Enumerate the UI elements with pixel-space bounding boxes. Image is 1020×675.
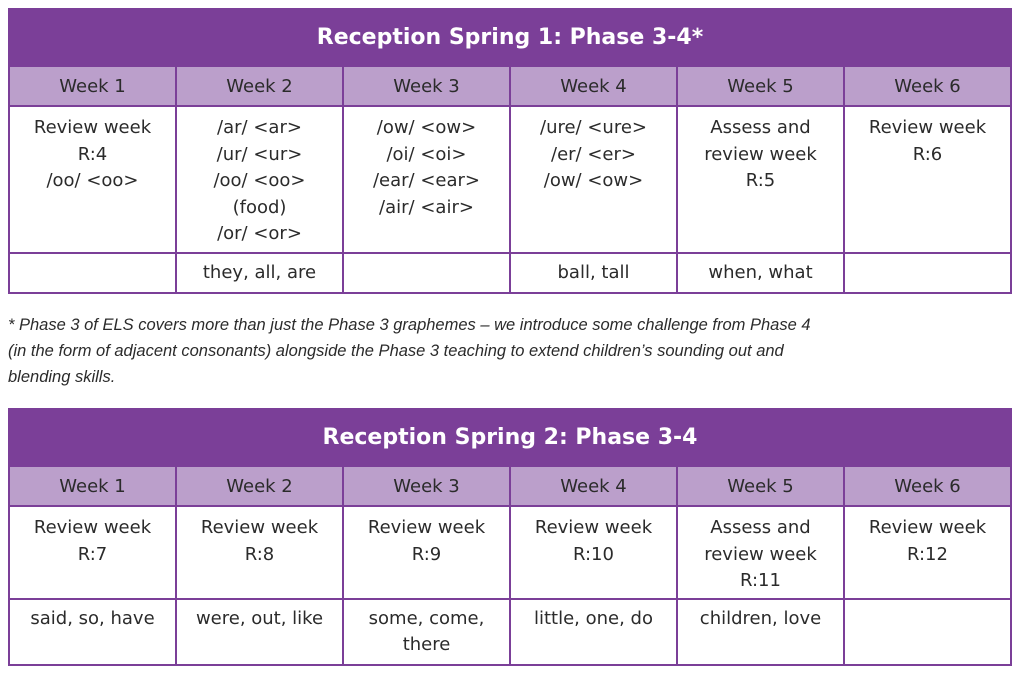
cell-line: Assess and: [710, 117, 811, 138]
content-cell: Review week R:10: [509, 505, 678, 600]
content-cell: Review week R:4 /oo/ <oo>: [8, 105, 177, 254]
cell-line: some, come,: [368, 608, 485, 629]
cell-line: ball, tall: [557, 262, 630, 283]
cell-line: /ar/ <ar>: [217, 117, 302, 138]
spring-1-table: Reception Spring 1: Phase 3-4* Week 1 We…: [8, 8, 1012, 294]
cell-line: they, all, are: [202, 262, 317, 283]
content-cell: Review week R:7: [8, 505, 177, 600]
words-cell: [342, 252, 511, 294]
cell-line: /ear/ <ear>: [372, 170, 481, 191]
cell-line: children, love: [699, 608, 822, 629]
week-header: Week 2: [175, 65, 344, 107]
footnote-line: * Phase 3 of ELS covers more than just t…: [8, 316, 811, 334]
cell-line: R:7: [77, 543, 108, 565]
content-cell: Assess and review week R:5: [676, 105, 845, 254]
words-cell: little, one, do: [509, 598, 678, 666]
cell-line: when, what: [708, 262, 813, 283]
content-cell: Review week R:6: [843, 105, 1012, 254]
words-cell: when, what: [676, 252, 845, 294]
content-cell: /ure/ <ure> /er/ <er> /ow/ <ow>: [509, 105, 678, 254]
week-header: Week 3: [342, 65, 511, 107]
footnote-line: blending skills.: [8, 368, 116, 386]
words-cell: children, love: [676, 598, 845, 666]
cell-line: Review week: [868, 517, 987, 538]
content-cell: /ar/ <ar> /ur/ <ur> /oo/ <oo> (food) /or…: [175, 105, 344, 254]
cell-line: Review week: [33, 117, 152, 138]
cell-line: review week: [704, 143, 817, 165]
words-cell: [843, 252, 1012, 294]
words-cell: [8, 252, 177, 294]
cell-line: Review week: [200, 517, 319, 538]
words-cell: they, all, are: [175, 252, 344, 294]
week-header: Week 1: [8, 465, 177, 507]
words-cell: ball, tall: [509, 252, 678, 294]
cell-line: /oo/ <oo>: [46, 170, 139, 191]
cell-line: Review week: [367, 517, 486, 538]
words-cell: [843, 598, 1012, 666]
spring-2-table: Reception Spring 2: Phase 3-4 Week 1 Wee…: [8, 408, 1012, 666]
cell-line: /or/ <or>: [217, 223, 302, 244]
cell-line: R:11: [740, 570, 781, 591]
cell-line: Assess and: [710, 517, 811, 538]
cell-line: Review week: [868, 117, 987, 138]
cell-line: were, out, like: [195, 608, 324, 629]
cell-line: Review week: [33, 517, 152, 538]
table-title: Reception Spring 1: Phase 3-4*: [8, 8, 1012, 67]
content-row: Review week R:7 Review week R:8 Review w…: [8, 505, 1012, 600]
content-cell: Review week R:8: [175, 505, 344, 600]
footnote-line: (in the form of adjacent consonants) alo…: [8, 342, 784, 360]
tricky-words-row: said, so, have were, out, like some, com…: [8, 598, 1012, 666]
cell-line: /ow/ <ow>: [543, 170, 644, 191]
content-cell: /ow/ <ow> /oi/ <oi> /ear/ <ear> /air/ <a…: [342, 105, 511, 254]
cell-line: /oo/ <oo>: [213, 170, 306, 191]
words-cell: some, come, there: [342, 598, 511, 666]
cell-line: /oi/ <oi>: [386, 143, 467, 165]
cell-line: there: [402, 634, 451, 655]
cell-line: /ure/ <ure>: [540, 117, 647, 138]
cell-line: /ow/ <ow>: [376, 117, 477, 138]
week-header: Week 6: [843, 65, 1012, 107]
content-cell: Assess and review week R:11: [676, 505, 845, 600]
cell-line: review week: [704, 543, 817, 565]
week-header: Week 4: [509, 465, 678, 507]
words-cell: said, so, have: [8, 598, 177, 666]
cell-line: R:4: [77, 143, 108, 165]
content-cell: Review week R:9: [342, 505, 511, 600]
cell-line: /er/ <er>: [551, 143, 636, 165]
cell-line: R:9: [411, 543, 442, 565]
header-row: Week 1 Week 2 Week 3 Week 4 Week 5 Week …: [8, 65, 1012, 107]
cell-line: R:8: [244, 543, 275, 565]
cell-line: R:6: [912, 143, 943, 165]
content-row: Review week R:4 /oo/ <oo> /ar/ <ar> /ur/…: [8, 105, 1012, 254]
table-title: Reception Spring 2: Phase 3-4: [8, 408, 1012, 467]
cell-line: little, one, do: [533, 608, 653, 629]
cell-line: /ur/ <ur>: [216, 143, 303, 165]
cell-line: (food): [232, 196, 287, 218]
week-header: Week 2: [175, 465, 344, 507]
week-header: Week 4: [509, 65, 678, 107]
week-header: Week 1: [8, 65, 177, 107]
words-cell: were, out, like: [175, 598, 344, 666]
week-header: Week 5: [676, 65, 845, 107]
tricky-words-row: they, all, are ball, tall when, what: [8, 252, 1012, 294]
content-cell: Review week R:12: [843, 505, 1012, 600]
header-row: Week 1 Week 2 Week 3 Week 4 Week 5 Week …: [8, 465, 1012, 507]
cell-line: R:5: [745, 170, 776, 191]
cell-line: /air/ <air>: [379, 196, 474, 218]
week-header: Week 3: [342, 465, 511, 507]
week-header: Week 6: [843, 465, 1012, 507]
cell-line: said, so, have: [30, 608, 155, 629]
cell-line: R:12: [907, 543, 948, 565]
cell-line: R:10: [573, 543, 614, 565]
cell-line: Review week: [534, 517, 653, 538]
footnote: * Phase 3 of ELS covers more than just t…: [8, 312, 1018, 390]
week-header: Week 5: [676, 465, 845, 507]
